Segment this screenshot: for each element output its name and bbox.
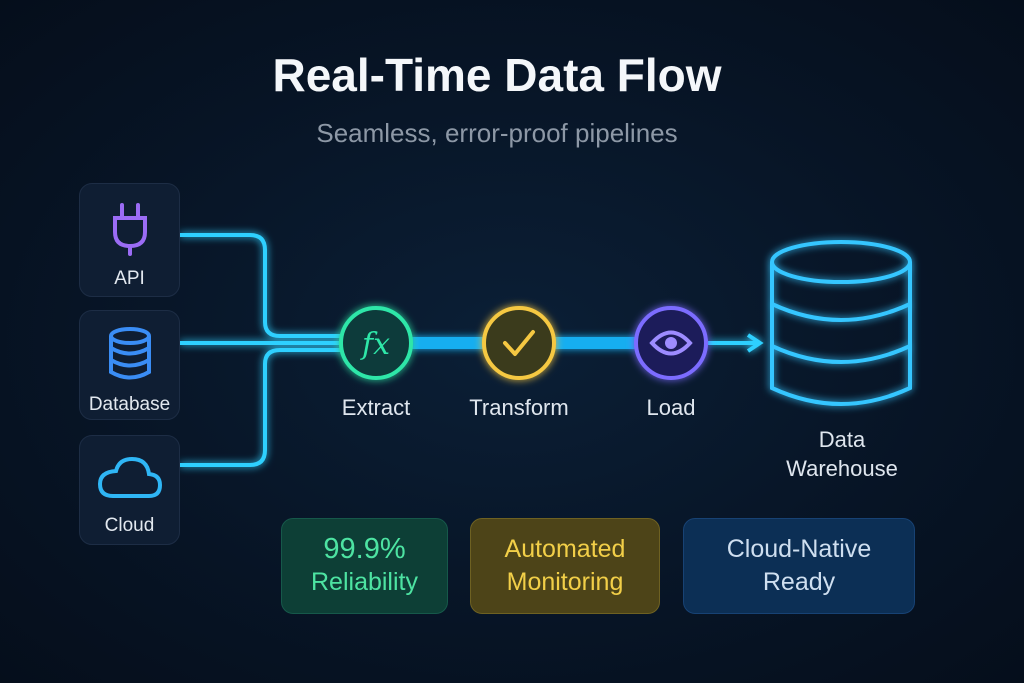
plug-icon [112, 203, 147, 256]
cloud-icon [97, 456, 162, 498]
stage-load-label: Load [646, 395, 696, 420]
transform-node [482, 306, 556, 380]
source-api[interactable]: API [79, 183, 180, 297]
badge-cloud-native: Cloud-Native Ready [683, 518, 915, 614]
badge-text: Cloud-Native [726, 535, 872, 563]
warehouse-database-icon [770, 240, 912, 406]
eye-icon [649, 330, 693, 356]
badge-monitoring: Automated Monitoring [470, 518, 660, 614]
badge-text: Automated [504, 535, 626, 563]
badge-text: Reliability [311, 568, 418, 596]
source-database[interactable]: Database [79, 310, 180, 420]
page-title: Real-Time Data Flow [272, 49, 722, 101]
arrow-head-icon [746, 333, 764, 353]
check-icon [503, 330, 535, 356]
source-label: API [114, 268, 145, 289]
function-icon: fx [360, 327, 390, 362]
warehouse-label-line2: Warehouse [786, 456, 898, 481]
stage-extract-label: Extract [341, 395, 411, 420]
page-subtitle: Seamless, error-proof pipelines [316, 118, 678, 148]
source-cloud[interactable]: Cloud [79, 435, 180, 545]
stage-transform-label: Transform [469, 395, 569, 420]
database-icon [108, 327, 151, 380]
warehouse-label: Data Warehouse [771, 425, 913, 483]
badge-reliability: 99.9% Reliability [281, 518, 448, 614]
badge-text: Monitoring [506, 568, 624, 596]
source-label: Cloud [104, 515, 155, 536]
badge-value: 99.9% [323, 533, 406, 565]
badge-text: Ready [762, 568, 836, 596]
extract-node [339, 306, 413, 380]
source-label: Database [88, 394, 171, 415]
cloud-connector [180, 348, 345, 467]
api-connector [180, 233, 345, 338]
warehouse-label-line1: Data [818, 427, 866, 452]
